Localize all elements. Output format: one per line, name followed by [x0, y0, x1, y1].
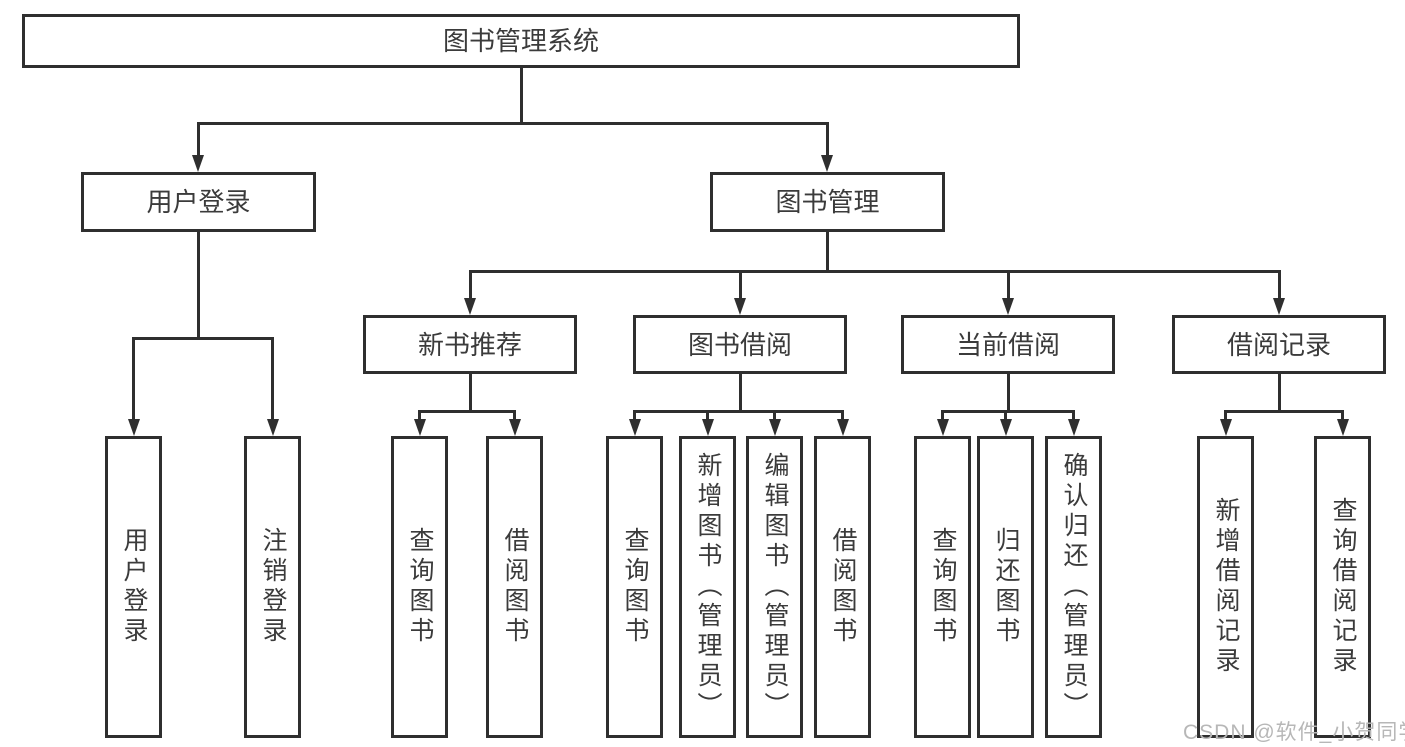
connector-line	[738, 374, 742, 410]
connector-line	[468, 270, 472, 299]
leaf-recommend-query-books: 查询图书	[391, 436, 448, 738]
leaf-borrowing-add-books-admin: 新增图书（管理员）	[679, 436, 736, 738]
arrow-down-icon	[999, 419, 1012, 436]
connector-line	[271, 337, 274, 420]
connector-line	[738, 270, 742, 299]
node-book-management: 图书管理	[710, 172, 945, 232]
arrow-down-icon	[1219, 419, 1232, 436]
connector-line	[1006, 374, 1010, 410]
leaf-records-add-record: 新增借阅记录	[1197, 436, 1254, 738]
leaf-current-confirm-return-admin: 确认归还（管理员）	[1045, 436, 1102, 738]
arrow-down-icon	[836, 419, 849, 436]
arrow-down-icon	[192, 155, 204, 172]
node-user-login: 用户登录	[81, 172, 316, 232]
connector-line	[841, 410, 844, 420]
connector-line	[1072, 410, 1075, 420]
connector-line	[132, 337, 274, 340]
leaf-records-query-record: 查询借阅记录	[1314, 436, 1371, 738]
arrow-down-icon	[1336, 419, 1349, 436]
arrow-down-icon	[508, 419, 521, 436]
connector-line	[418, 410, 421, 420]
connector-line	[418, 410, 516, 413]
node-borrow-records: 借阅记录	[1172, 315, 1386, 374]
connector-line	[196, 122, 200, 158]
arrow-down-icon	[266, 419, 279, 436]
node-book-borrowing: 图书借阅	[633, 315, 847, 374]
connector-line	[706, 410, 709, 420]
csdn-watermark: CSDN @软件_小贺同学	[1183, 721, 1405, 744]
connector-line	[941, 410, 944, 420]
connector-line	[1341, 410, 1344, 420]
connector-line	[1224, 410, 1344, 413]
connector-line	[468, 270, 1281, 273]
arrow-down-icon	[1067, 419, 1080, 436]
arrow-down-icon	[768, 419, 781, 436]
leaf-borrowing-borrow-books: 借阅图书	[814, 436, 871, 738]
connector-line	[196, 122, 829, 125]
node-current-borrowing: 当前借阅	[901, 315, 1115, 374]
connector-line	[633, 410, 636, 420]
node-new-book-recommend: 新书推荐	[363, 315, 577, 374]
connector-line	[196, 232, 200, 337]
arrow-down-icon	[1273, 298, 1285, 315]
arrow-down-icon	[734, 298, 746, 315]
connector-line	[519, 68, 523, 122]
leaf-logout: 注销登录	[244, 436, 301, 738]
connector-line	[1006, 270, 1010, 299]
connector-line	[468, 374, 472, 410]
arrow-down-icon	[413, 419, 426, 436]
arrow-down-icon	[127, 419, 140, 436]
arrow-down-icon	[628, 419, 641, 436]
connector-line	[513, 410, 516, 420]
connector-line	[825, 232, 829, 270]
arrow-down-icon	[464, 298, 476, 315]
node-root-system: 图书管理系统	[22, 14, 1020, 68]
leaf-recommend-borrow-books: 借阅图书	[486, 436, 543, 738]
leaf-current-query-books: 查询图书	[914, 436, 971, 738]
connector-line	[1004, 410, 1007, 420]
leaf-borrowing-query-books: 查询图书	[606, 436, 663, 738]
connector-line	[825, 122, 829, 158]
leaf-borrowing-edit-books-admin: 编辑图书（管理员）	[746, 436, 803, 738]
connector-line	[941, 410, 1074, 413]
arrow-down-icon	[701, 419, 714, 436]
arrow-down-icon	[1002, 298, 1014, 315]
connector-line	[1224, 410, 1227, 420]
connector-line	[1277, 270, 1281, 299]
connector-line	[773, 410, 776, 420]
connector-line	[1277, 374, 1281, 410]
arrow-down-icon	[936, 419, 949, 436]
leaf-user-login: 用户登录	[105, 436, 162, 738]
connector-line	[132, 337, 135, 420]
leaf-current-return-books: 归还图书	[977, 436, 1034, 738]
connector-line	[633, 410, 843, 413]
arrow-down-icon	[821, 155, 833, 172]
